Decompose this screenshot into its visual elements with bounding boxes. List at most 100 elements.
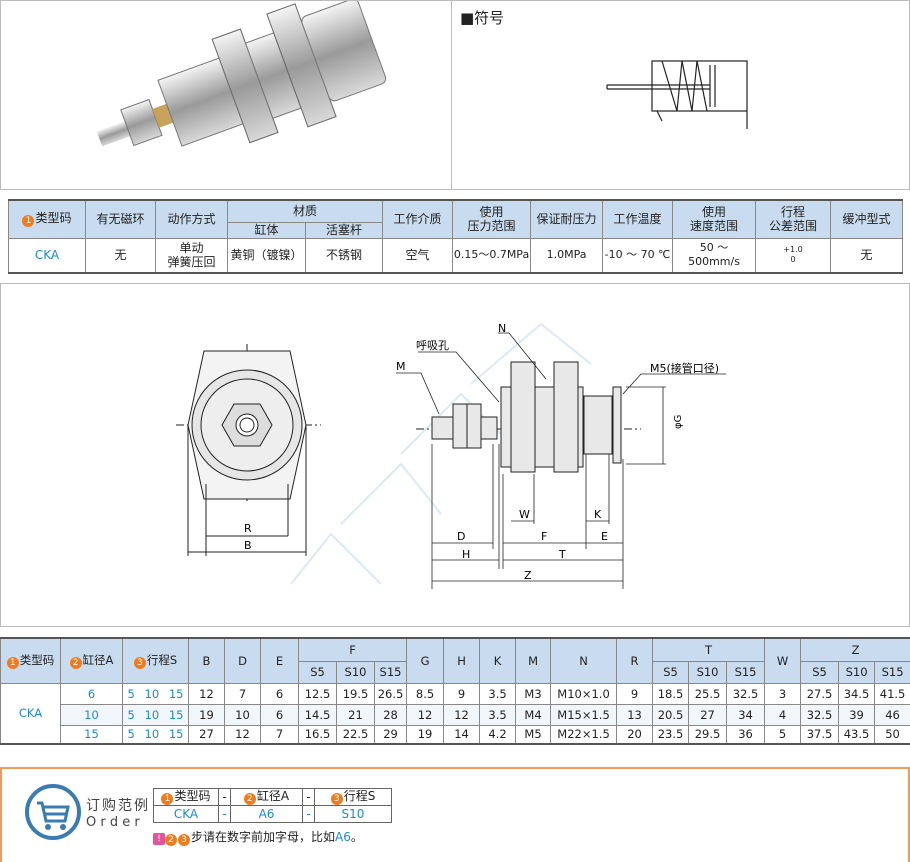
- step-2-badge: 2: [165, 834, 177, 846]
- order-header-stroke: 行程S: [343, 789, 376, 803]
- cell-T-1: 27: [688, 703, 728, 726]
- order-title-cn: 订购范例: [86, 798, 150, 814]
- header-K: K: [479, 637, 517, 684]
- header-type: 类型码: [19, 652, 55, 667]
- stroke-5: 5: [127, 707, 135, 722]
- header-bore: 缸径A: [82, 652, 114, 667]
- dash: -: [218, 805, 231, 823]
- cell-A: 15: [60, 724, 123, 745]
- header-material: 材质: [226, 199, 384, 223]
- cell-Z-1: 34.5: [838, 682, 876, 705]
- cell-F-1: 21: [336, 703, 375, 726]
- subheader-T-s10: S10: [688, 660, 728, 684]
- header-magnet: 有无磁环: [85, 199, 156, 239]
- order-title-en: O r d e r: [86, 815, 140, 830]
- header-G: G: [406, 637, 445, 684]
- cell-Z-0: 32.5: [800, 703, 840, 726]
- header-action: 动作方式: [155, 199, 228, 239]
- step-2-badge: 2: [243, 793, 256, 805]
- subheader-T-s15: S15: [726, 660, 766, 684]
- subheader-Z-s5: S5: [800, 660, 840, 684]
- cell-Z-1: 39: [838, 703, 876, 726]
- note-end: 。: [350, 830, 363, 844]
- stroke-10: 10: [144, 686, 160, 701]
- cell-E: 7: [260, 724, 299, 745]
- cell-action: 单动 弹簧压回: [155, 237, 228, 274]
- cell-H: 12: [443, 703, 481, 726]
- product-photo-panel: [0, 0, 452, 190]
- side-view: [416, 361, 641, 473]
- dash: -: [302, 805, 315, 823]
- cell-T-2: 34: [726, 703, 766, 726]
- header-pressure: 使用 压力范围: [452, 199, 532, 239]
- cell-strokes: 5 10 15: [122, 682, 189, 705]
- step-3-badge: 3: [133, 656, 146, 669]
- dimension-drawing-panel: R B M 呼吸孔 N M5(接管口径) φG W K D F E H T Z: [0, 283, 910, 627]
- cell-F-2: 29: [373, 724, 408, 745]
- cell-N: M15×1.5: [550, 703, 618, 726]
- label-port: M5(接管口径): [650, 361, 719, 375]
- label-B: B: [244, 539, 252, 552]
- cell-pressure: 0.15～0.7MPa: [452, 237, 532, 274]
- cell-F-1: 22.5: [336, 724, 375, 745]
- symbol-panel: ■符号: [451, 0, 910, 190]
- cell-F-2: 26.5: [373, 682, 408, 705]
- header-stroke: 行程S: [146, 652, 178, 667]
- cell-Z-0: 37.5: [800, 724, 840, 745]
- stroke-10: 10: [144, 727, 160, 742]
- cell-Z-0: 27.5: [800, 682, 840, 705]
- symbol-title: ■符号: [460, 9, 505, 27]
- cell-H: 9: [443, 682, 481, 705]
- cell-H: 14: [443, 724, 481, 745]
- cell-magnet: 无: [85, 237, 156, 274]
- cell-M: M3: [515, 682, 552, 705]
- header-H: H: [443, 637, 481, 684]
- cell-temp: -10 ～ 70 ℃: [602, 237, 674, 274]
- label-F: F: [541, 530, 547, 543]
- cell-G: 12: [406, 703, 445, 726]
- header-cylinder: 缸体: [227, 221, 306, 239]
- label-E: E: [601, 530, 608, 543]
- cell-N: M22×1.5: [550, 724, 618, 745]
- header-M: M: [515, 637, 552, 684]
- label-R: R: [244, 522, 252, 535]
- label-D: D: [457, 530, 465, 543]
- cell-M: M4: [515, 703, 552, 726]
- step-1-badge: 1: [6, 656, 19, 669]
- subheader-Z-s15: S15: [874, 660, 910, 684]
- cell-Z-2: 50: [874, 724, 910, 745]
- header-R: R: [616, 637, 654, 684]
- label-M: M: [396, 360, 406, 373]
- cell-D: 10: [224, 703, 261, 726]
- stroke-5: 5: [127, 686, 135, 701]
- note-example: A6: [335, 830, 351, 844]
- header-rod: 活塞杆: [304, 221, 384, 239]
- cell-R: 20: [616, 724, 654, 745]
- cell-strokes: 5 10 15: [122, 724, 189, 745]
- header-B: B: [188, 637, 225, 684]
- cell-F-0: 16.5: [298, 724, 337, 745]
- cell-type: CKA: [0, 682, 61, 745]
- label-Z: Z: [524, 569, 532, 582]
- header-D: D: [224, 637, 261, 684]
- step-3-badge: 3: [330, 793, 343, 805]
- tol-minus: 0: [790, 255, 796, 265]
- header-N: N: [550, 637, 618, 684]
- step-2-badge: 2: [69, 656, 82, 669]
- cell-M: M5: [515, 724, 552, 745]
- cell-G: 19: [406, 724, 445, 745]
- cell-E: 6: [260, 682, 299, 705]
- pneumatic-symbol: [606, 60, 748, 129]
- header-medium: 工作介质: [382, 199, 454, 239]
- cell-D: 7: [224, 682, 261, 705]
- cell-B: 12: [188, 682, 225, 705]
- dash: -: [302, 788, 315, 806]
- order-example-panel: 订购范例 O r d e r: [0, 767, 910, 862]
- header-W: W: [764, 637, 802, 684]
- cell-strokes: 5 10 15: [122, 703, 189, 726]
- cell-D: 12: [224, 724, 261, 745]
- cell-F-0: 14.5: [298, 703, 337, 726]
